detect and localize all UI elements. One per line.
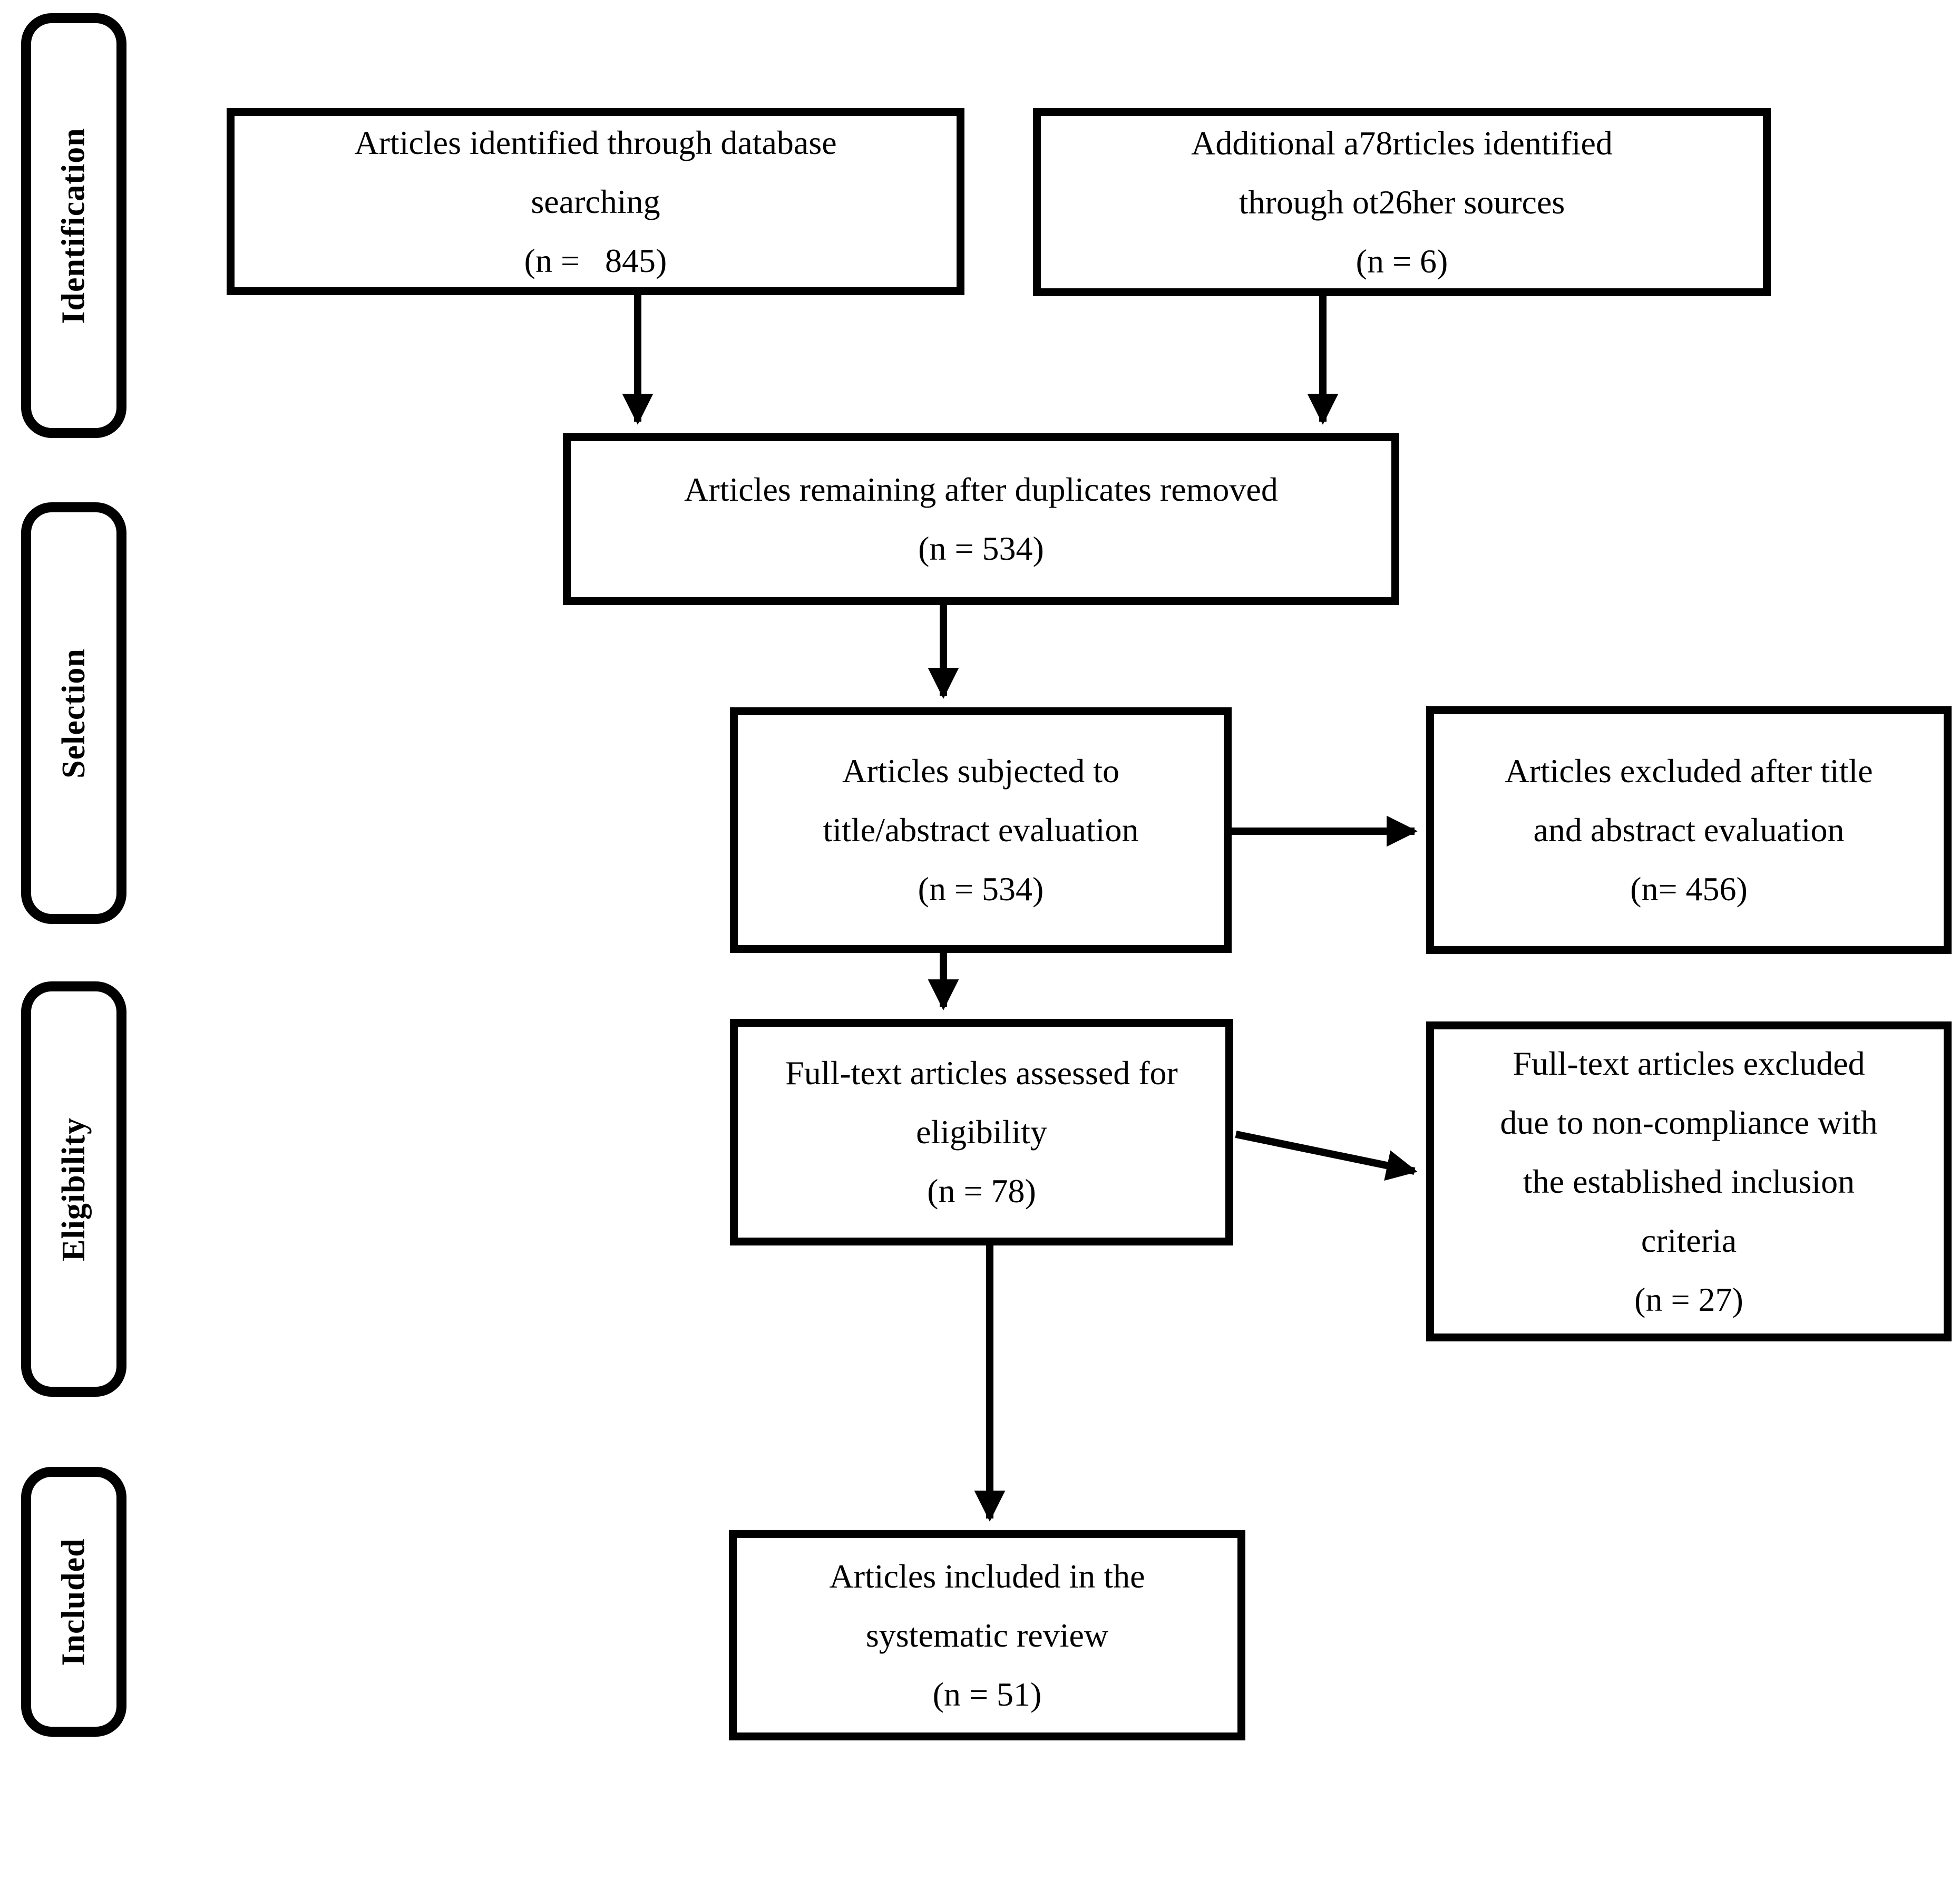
box-text-line: Articles identified through database xyxy=(354,123,837,161)
box-count: (n = 534) xyxy=(918,530,1044,567)
stage-included: Included xyxy=(21,1467,126,1737)
box-text-line: Full-text articles assessed for xyxy=(785,1054,1178,1092)
box-text-line: the established inclusion xyxy=(1523,1162,1855,1200)
box-text-line: Articles included in the xyxy=(829,1557,1145,1595)
box-text-line: systematic review xyxy=(865,1616,1109,1654)
box-text-line: searching xyxy=(531,182,660,220)
arrow-fulltext-to-excluded xyxy=(1235,1131,1418,1181)
stage-identification: Identification xyxy=(21,13,126,438)
box-text-line: due to non-compliance with xyxy=(1500,1103,1878,1141)
box-text-line: Articles remaining after duplicates remo… xyxy=(684,471,1278,508)
box-text-line: criteria xyxy=(1641,1221,1737,1259)
box-title-abstract-evaluation: Articles subjected to title/abstract eva… xyxy=(730,707,1232,953)
stage-label: Identification xyxy=(55,127,92,324)
box-fulltext-assessed: Full-text articles assessed for eligibil… xyxy=(730,1019,1233,1245)
box-duplicates-removed: Articles remaining after duplicates remo… xyxy=(563,433,1399,605)
box-included-review: Articles included in the systematic revi… xyxy=(729,1530,1245,1740)
stage-label: Selection xyxy=(55,648,92,778)
box-fulltext-excluded: Full-text articles excluded due to non-c… xyxy=(1426,1021,1952,1341)
box-identified-other: Additional a78rticles identified through… xyxy=(1033,108,1771,296)
box-identified-database: Articles identified through database sea… xyxy=(227,108,964,295)
box-text-line: Full-text articles excluded xyxy=(1513,1044,1865,1082)
box-count: (n = 51) xyxy=(932,1675,1042,1713)
box-excluded-title-abstract: Articles excluded after title and abstra… xyxy=(1426,706,1952,954)
stage-label: Eligibility xyxy=(55,1117,92,1261)
stage-label: Included xyxy=(55,1537,92,1666)
box-text-line: through ot26her sources xyxy=(1239,183,1565,221)
box-text-line: Additional a78rticles identified xyxy=(1191,124,1613,162)
box-text-line: eligibility xyxy=(916,1113,1047,1151)
box-count: (n= 456) xyxy=(1630,870,1748,908)
box-text-line: and abstract evaluation xyxy=(1533,811,1845,849)
stage-eligibility: Eligibility xyxy=(21,981,126,1397)
box-count: (n = 78) xyxy=(927,1172,1036,1210)
stage-selection: Selection xyxy=(21,502,126,924)
box-text-line: Articles subjected to xyxy=(842,752,1120,790)
box-count: (n = 27) xyxy=(1634,1280,1743,1318)
box-count: (n = 845) xyxy=(524,241,667,279)
box-text-line: Articles excluded after title xyxy=(1505,752,1873,790)
box-text-line: title/abstract evaluation xyxy=(823,811,1139,849)
box-count: (n = 534) xyxy=(918,870,1044,908)
box-count: (n = 6) xyxy=(1356,242,1448,280)
